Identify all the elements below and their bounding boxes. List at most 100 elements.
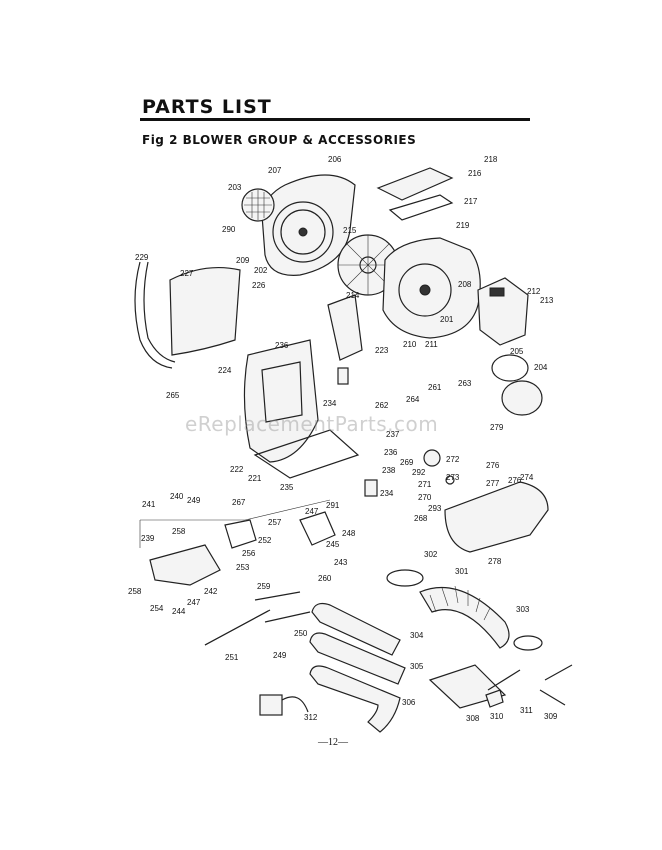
label-258b: 258: [128, 587, 142, 596]
label-216: 216: [468, 169, 482, 178]
label-219: 219: [456, 221, 470, 230]
label-279: 279: [490, 423, 504, 432]
label-251: 251: [225, 653, 239, 662]
label-205: 205: [510, 347, 524, 356]
label-204: 204: [534, 363, 548, 372]
label-309: 309: [544, 712, 558, 721]
label-276a: 276: [486, 461, 500, 470]
label-252: 252: [258, 536, 272, 545]
label-249b: 249: [273, 651, 287, 660]
label-302: 302: [424, 550, 438, 559]
label-237: 237: [386, 430, 400, 439]
label-277: 277: [486, 479, 500, 488]
label-245: 245: [326, 540, 340, 549]
label-261: 261: [428, 383, 442, 392]
label-203: 203: [228, 183, 242, 192]
label-276b: 276: [508, 476, 522, 485]
label-273: 273: [446, 473, 460, 482]
label-290: 290: [222, 225, 236, 234]
label-240: 240: [170, 492, 184, 501]
part-number-labels: 206 207 203 290 218 216 217 219 215 229 …: [128, 155, 558, 723]
label-208: 208: [458, 280, 472, 289]
label-253: 253: [236, 563, 250, 572]
frame-cover-drawing: [327, 294, 363, 361]
back-pad-drawing: [134, 261, 241, 369]
label-209: 209: [236, 256, 250, 265]
label-212: 212: [527, 287, 541, 296]
label-271: 271: [418, 480, 432, 489]
label-244: 244: [172, 607, 186, 616]
label-236a: 236: [275, 341, 289, 350]
label-268: 268: [414, 514, 428, 523]
label-258a: 258: [172, 527, 186, 536]
label-291: 291: [326, 501, 340, 510]
label-293: 293: [428, 504, 442, 513]
label-306: 306: [402, 698, 416, 707]
label-262: 262: [375, 401, 389, 410]
label-265: 265: [166, 391, 180, 400]
label-241: 241: [142, 500, 156, 509]
label-274: 274: [520, 473, 534, 482]
label-202: 202: [254, 266, 268, 275]
label-250: 250: [294, 629, 308, 638]
label-304: 304: [410, 631, 424, 640]
label-222: 222: [230, 465, 244, 474]
label-238: 238: [382, 466, 396, 475]
fuel-tank-drawing: [444, 481, 549, 553]
label-259: 259: [257, 582, 271, 591]
label-308: 308: [466, 714, 480, 723]
label-264: 264: [406, 395, 420, 404]
label-223: 223: [375, 346, 389, 355]
label-311: 311: [520, 706, 533, 715]
backpack-frame-drawing: [243, 339, 360, 479]
label-263: 263: [458, 379, 472, 388]
label-221: 221: [248, 474, 262, 483]
fan-guard-drawing: [241, 188, 275, 222]
label-217: 217: [464, 197, 478, 206]
label-248: 248: [342, 529, 356, 538]
label-257: 257: [268, 518, 282, 527]
label-226: 226: [252, 281, 266, 290]
label-278: 278: [488, 557, 502, 566]
label-227: 227: [180, 269, 194, 278]
air-filter-drawing: [491, 354, 543, 416]
flex-hose-drawing: [419, 585, 510, 649]
label-305: 305: [410, 662, 424, 671]
title-rule: [140, 118, 530, 121]
label-214: 214: [346, 291, 360, 300]
top-cover-plate-drawing: [376, 167, 454, 221]
label-229: 229: [135, 253, 149, 262]
label-272: 272: [446, 455, 460, 464]
scroll-housing-drawing: [382, 237, 481, 339]
label-211: 211: [425, 340, 438, 349]
label-254: 254: [150, 604, 164, 613]
label-235: 235: [280, 483, 294, 492]
label-310: 310: [490, 712, 504, 721]
fuel-cap-drawing: [337, 367, 455, 497]
label-215: 215: [343, 226, 357, 235]
label-206: 206: [328, 155, 342, 164]
page-title: PARTS LIST: [142, 96, 272, 118]
label-247b: 247: [187, 598, 201, 607]
label-207: 207: [268, 166, 282, 175]
label-249a: 249: [187, 496, 201, 505]
label-270: 270: [418, 493, 432, 502]
label-201: 201: [440, 315, 454, 324]
page-number: —12—: [318, 737, 348, 748]
fan-impeller-drawing: [337, 234, 399, 296]
engine-cover-drawing: [477, 277, 529, 346]
label-239: 239: [141, 534, 155, 543]
label-301: 301: [455, 567, 469, 576]
watermark-text: eReplacementParts.com: [185, 412, 439, 436]
label-236b: 236: [384, 448, 398, 457]
label-242: 242: [204, 587, 218, 596]
label-218: 218: [484, 155, 498, 164]
tester-drawing: [259, 694, 309, 716]
label-267: 267: [232, 498, 246, 507]
accessory-tools-drawing: [428, 664, 573, 709]
label-269: 269: [400, 458, 414, 467]
label-210: 210: [403, 340, 417, 349]
figure-caption: Fig 2 BLOWER GROUP & ACCESSORIES: [142, 133, 417, 147]
